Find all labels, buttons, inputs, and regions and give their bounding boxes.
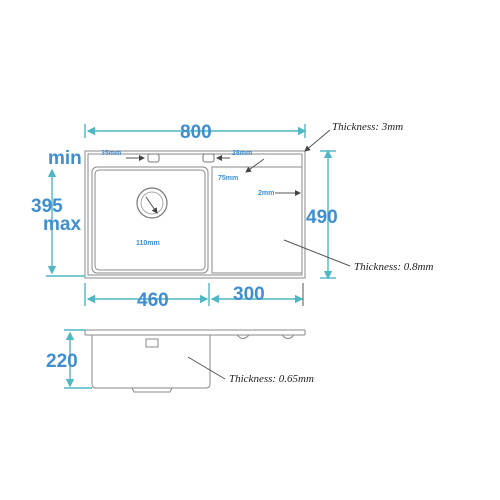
side-view bbox=[84, 329, 306, 393]
drain-inner-circle bbox=[140, 191, 164, 215]
drainboard-label: 300 bbox=[233, 284, 265, 305]
height-label: 220 bbox=[46, 351, 78, 372]
sink-inner-rim bbox=[87, 153, 303, 276]
deck-thickness-leader bbox=[283, 239, 351, 267]
rim-thickness-leader bbox=[304, 129, 331, 152]
bowl-width-label: 460 bbox=[137, 290, 169, 311]
side-tap-right bbox=[281, 334, 295, 339]
side-overflow bbox=[145, 338, 159, 348]
bowl-thickness-note: Thickness: 0.65mm bbox=[229, 373, 314, 385]
edge-label: 2mm bbox=[258, 190, 274, 197]
bowl-thickness-leader bbox=[187, 356, 226, 380]
side-drain bbox=[131, 387, 173, 393]
drain-leader bbox=[145, 196, 158, 214]
spacing-label: 75mm bbox=[218, 175, 238, 182]
side-tap-left bbox=[236, 334, 250, 339]
bowl-inner-outline bbox=[94, 169, 206, 271]
rim-thickness-note: Thickness: 3mm bbox=[332, 121, 403, 133]
max-label: max bbox=[43, 214, 81, 235]
spacing-leader bbox=[245, 158, 265, 173]
min-label: min bbox=[48, 148, 82, 169]
hole-left-label: 35mm bbox=[101, 150, 121, 157]
side-bowl bbox=[91, 335, 211, 389]
sink-outline bbox=[84, 150, 306, 279]
drain-label: 110mm bbox=[136, 240, 160, 247]
top-view bbox=[84, 150, 306, 279]
tap-hole-left bbox=[147, 153, 160, 163]
drainboard-outline bbox=[211, 166, 303, 274]
bowl-outline bbox=[91, 166, 209, 274]
bowl-length-label: 395 bbox=[31, 196, 63, 217]
hole-right-label: 28mm bbox=[232, 150, 252, 157]
drain-circle bbox=[136, 187, 168, 219]
width-total-label: 800 bbox=[180, 122, 212, 143]
deck-thickness-note: Thickness: 0.8mm bbox=[354, 261, 433, 273]
depth-total-label: 490 bbox=[306, 207, 338, 228]
tap-hole-right bbox=[202, 153, 215, 163]
